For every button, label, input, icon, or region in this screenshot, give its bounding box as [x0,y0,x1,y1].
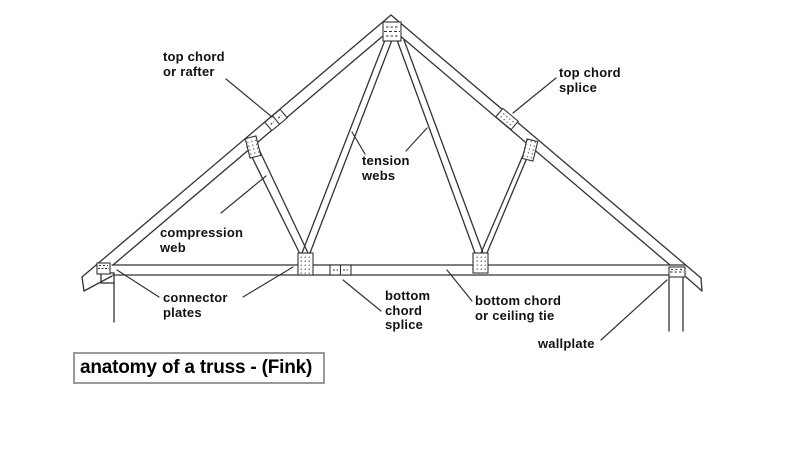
right-splice-plate-dots [495,108,519,130]
leader-compression-web [220,175,267,214]
top-chord-splice-plate-left-icon [264,108,288,132]
web-plate-left-icon [244,135,262,159]
center-right-joint-plate-icon [472,252,489,274]
top-chord-right-outer-line [390,14,702,279]
rafter-tail-left-soffit-line [83,275,113,292]
tension-web-right-line-a [396,39,476,254]
leader-top-chord [225,78,273,118]
left-splice-plate-dash-a [270,121,275,125]
label-connector-plates: connector plates [163,290,228,320]
web-plate-left-dots [245,135,261,159]
heel-plate-right-icon [668,266,686,278]
web-plate-right-icon [521,138,539,162]
label-top-chord-or-rafter: top chord or rafter [163,49,225,79]
leader-connector-plates-right [242,266,294,298]
leader-tension-web-right [405,127,428,152]
leader-wallplate [600,279,668,341]
leader-lines [116,77,668,341]
left-splice-plate-dash-b [277,115,282,119]
left-splice-plate-divider [272,115,280,125]
rafter-tail-left-plumb-cut [81,276,85,292]
top-chord-splice-plate-right-icon [495,107,519,131]
bottom-chord-splice-plate-icon [329,264,352,276]
rafter-tail-right-soffit-line [685,276,703,292]
heel-plate-left-icon [96,262,111,275]
compression-web-right-line-a [480,145,528,254]
label-bottom-chord-ceiling-tie: bottom chord or ceiling tie [475,293,562,323]
leader-top-chord-splice [512,77,557,114]
label-tension-webs: tension webs [362,153,410,183]
web-plate-right-dots [522,138,538,162]
label-wallplate: wallplate [538,336,595,351]
leader-connector-plates-left [116,269,160,298]
leader-tension-web-left [351,131,366,155]
diagram-title: anatomy of a truss - (Fink) [73,352,325,384]
tension-web-left-line-b [309,39,393,254]
compression-web-left-line-b [254,140,309,254]
center-right-plate-dots [473,253,488,273]
connector-plate-set [96,21,686,278]
label-compression-web: compression web [160,225,244,255]
leader-bottom-chord [446,269,473,302]
leader-bottom-chord-splice [342,279,382,312]
tension-web-left-line-a [301,39,386,254]
tension-web-right-line-b [403,39,484,254]
label-bottom-chord-splice: bottom chord splice [385,288,431,332]
apex-connector-plate-icon [382,21,402,42]
rafter-tail-right-plumb-cut [700,277,703,292]
label-top-chord-splice: top chord splice [559,65,621,95]
compression-web-left-line-a [246,146,301,255]
center-left-joint-plate-icon [297,252,314,276]
center-left-plate-dots [298,253,313,275]
top-chord-left-outer-line [81,14,392,278]
